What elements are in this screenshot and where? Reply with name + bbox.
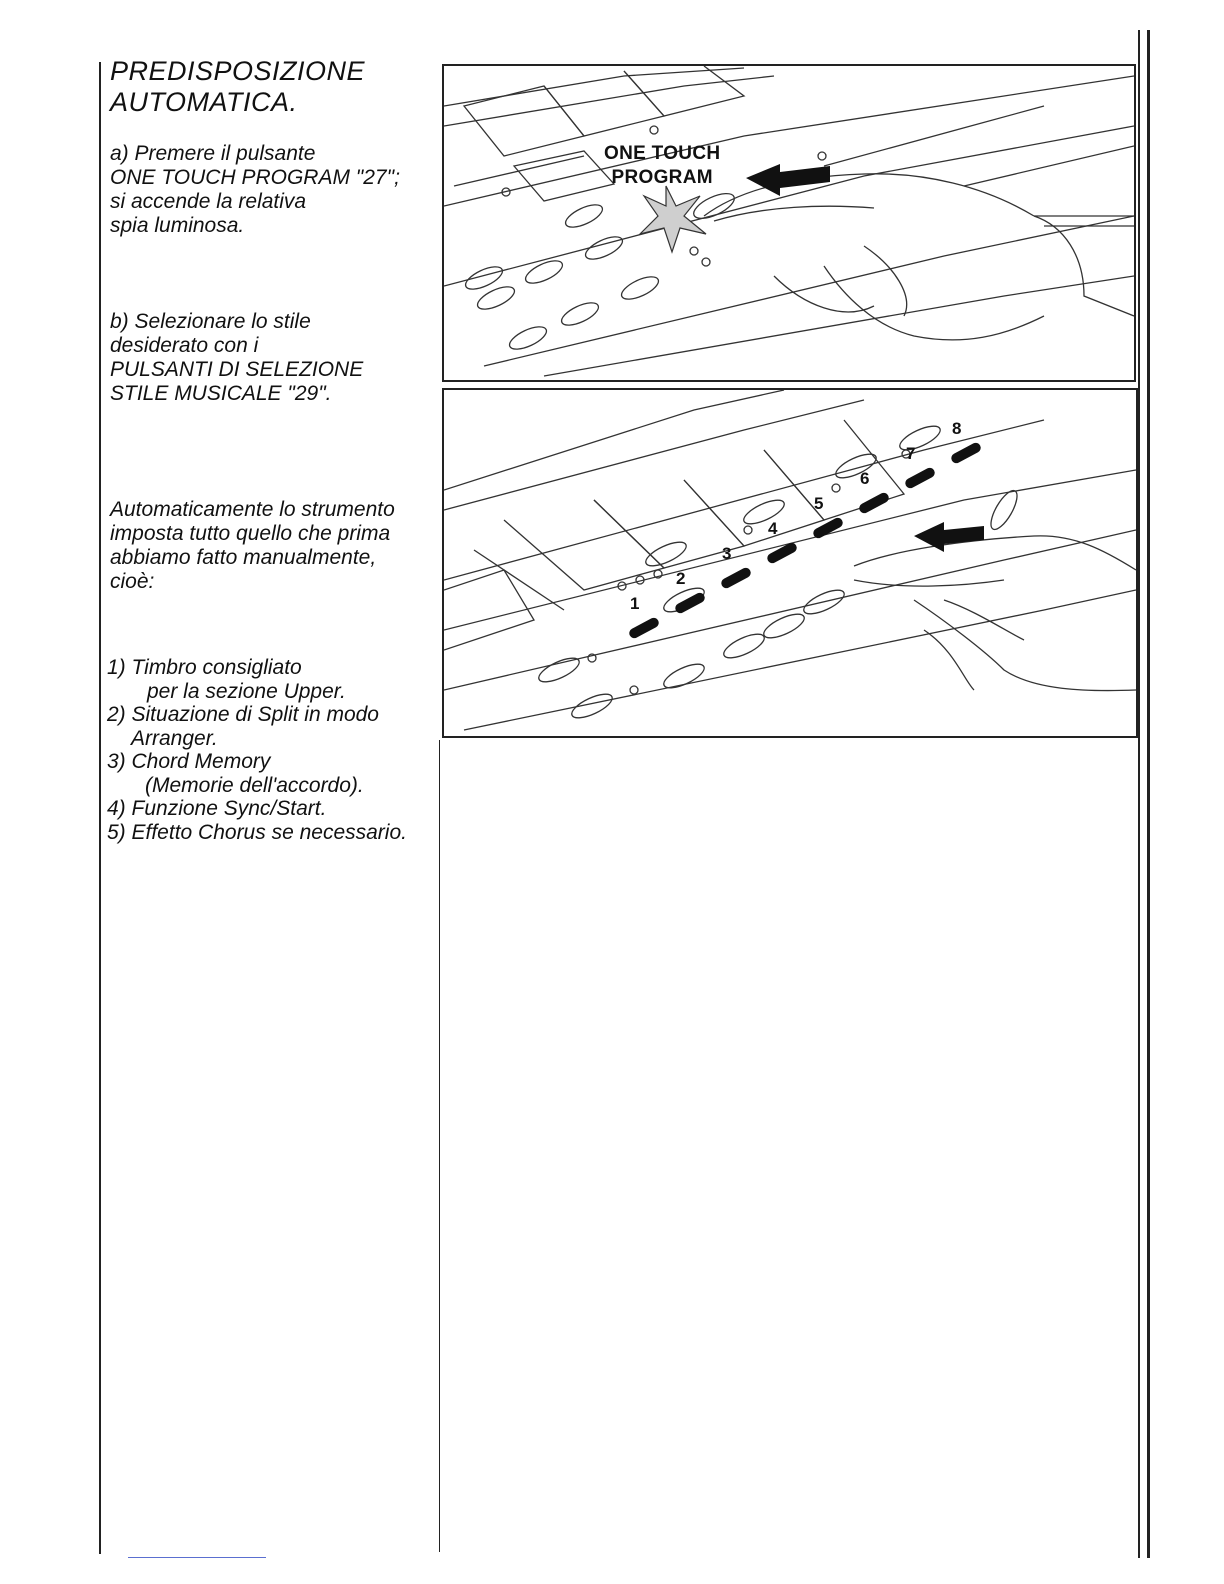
list-item-line-1: 5) Effetto Chorus se necessario. (107, 820, 407, 844)
step-b-line-4: STILE MUSICALE "29". (110, 382, 332, 405)
list-item: 1) Timbro consigliato per la sezione Upp… (107, 656, 407, 703)
figure-one-touch-program: ONE TOUCH PROGRAM (442, 64, 1136, 382)
style-number-6: 6 (860, 469, 870, 488)
list-item: 5) Effetto Chorus se necessario. (107, 821, 407, 845)
section-title: PREDISPOSIZIONE AUTOMATICA. (110, 56, 365, 118)
style-button-4[interactable] (766, 541, 799, 565)
step-a-line-3: si accende la relativa (110, 190, 307, 213)
label-line-1: ONE TOUCH (604, 143, 721, 164)
style-button-5[interactable] (812, 516, 845, 540)
style-number-2: 2 (676, 569, 686, 588)
step-a-line-1: a) Premere il pulsante (110, 142, 316, 165)
auto-line-1: Automaticamente lo strumento (110, 498, 395, 521)
right-edge-rule (1147, 30, 1150, 1558)
left-column-rule (99, 62, 101, 1554)
list-item-line-2: per la sezione Upper. (147, 679, 346, 703)
step-b-line-3: PULSANTI DI SELEZIONE (110, 358, 364, 381)
list-item: 3) Chord Memory (Memorie dell'accordo). (107, 750, 407, 797)
label-line-2: PROGRAM (611, 167, 713, 188)
step-b-line-1: b) Selezionare lo stile (110, 310, 311, 333)
middle-column-rule (439, 740, 440, 1552)
auto-line-4: cioè: (110, 570, 155, 593)
arrow-left-icon (914, 522, 984, 552)
title-line-2: AUTOMATICA. (110, 87, 298, 117)
style-button-3[interactable] (720, 566, 753, 590)
step-a-line-4: spia luminosa. (110, 214, 245, 237)
footer-line (128, 1557, 266, 1558)
style-number-1: 1 (630, 594, 640, 613)
figure-style-selection: 1 2 3 4 5 6 7 8 (442, 388, 1138, 738)
style-button-2[interactable] (674, 591, 707, 615)
arrow-left-icon (746, 164, 830, 196)
step-a-text: a) Premere il pulsante ONE TOUCH PROGRAM… (110, 142, 400, 238)
title-line-1: PREDISPOSIZIONE (110, 56, 366, 86)
style-button-7[interactable] (904, 466, 937, 490)
style-button-8[interactable] (950, 441, 983, 465)
keyboard-panel-illustration-1 (444, 66, 1134, 377)
right-column-rule (1138, 30, 1140, 1558)
step-a-line-2: ONE TOUCH PROGRAM "27"; (110, 166, 400, 189)
auto-line-2: imposta tutto quello che prima (110, 522, 391, 545)
list-item: 4) Funzione Sync/Start. (107, 797, 407, 821)
list-item: 2) Situazione di Split in modo Arranger. (107, 703, 407, 750)
step-b-text: b) Selezionare lo stile desiderato con i… (110, 310, 363, 406)
list-item-line-1: 2) Situazione di Split in modo (107, 703, 379, 726)
step-b-line-2: desiderato con i (110, 334, 259, 357)
one-touch-program-label: ONE TOUCH PROGRAM (604, 142, 720, 190)
list-item-line-1: 3) Chord Memory (107, 750, 271, 773)
style-number-8: 8 (952, 419, 962, 438)
style-number-3: 3 (722, 544, 732, 563)
auto-line-3: abbiamo fatto manualmente, (110, 546, 377, 569)
auto-text: Automaticamente lo strumento imposta tut… (110, 498, 395, 594)
style-number-5: 5 (814, 494, 824, 513)
list-item-line-1: 1) Timbro consigliato (107, 656, 302, 679)
style-button-6[interactable] (858, 491, 891, 515)
style-number-7: 7 (906, 444, 916, 463)
list-item-line-2: Arranger. (131, 726, 218, 750)
list-item-line-2: (Memorie dell'accordo). (145, 773, 364, 797)
keyboard-panel-illustration-2 (444, 390, 1136, 731)
list-item-line-1: 4) Funzione Sync/Start. (107, 797, 327, 820)
style-number-4: 4 (768, 519, 778, 538)
style-button-1[interactable] (628, 616, 661, 640)
style-button-group (628, 441, 983, 640)
settings-list: 1) Timbro consigliato per la sezione Upp… (107, 656, 407, 844)
sparkle-icon (638, 185, 707, 254)
